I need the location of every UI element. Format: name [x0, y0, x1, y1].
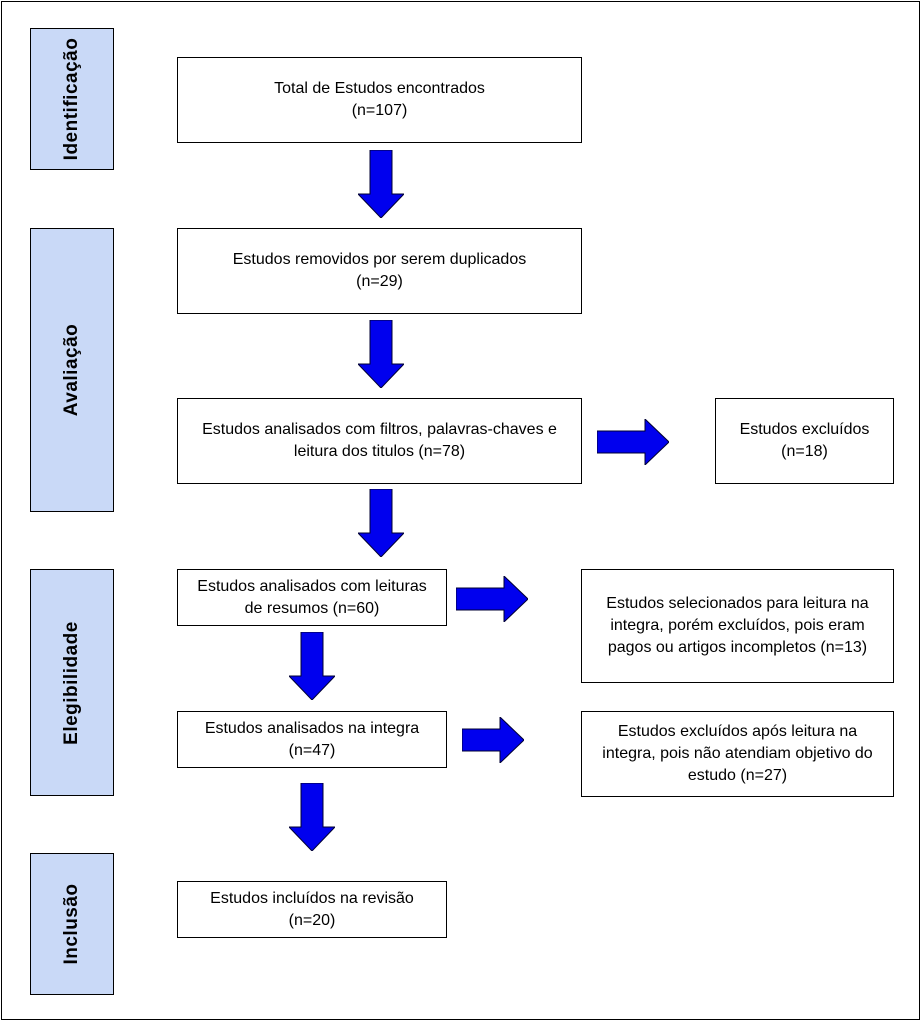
box-excluidos-line1: Estudos excluídos — [739, 421, 870, 438]
stage-avaliacao-label: Avaliação — [61, 323, 82, 417]
box-filtros-line2: leitura dos titulos (n=78) — [293, 443, 466, 460]
box-objetivo-line2: integra, pois não atendiam objetivo do — [602, 745, 873, 762]
box-excluidos-line2: (n=18) — [781, 443, 828, 460]
box-incluidos: Estudos incluídos na revisão (n=20) — [177, 881, 447, 938]
stage-elegibilidade-label: Elegibilidade — [61, 620, 82, 745]
box-integra-line2: (n=47) — [288, 741, 336, 759]
box-pagos-line1: Estudos selecionados para leitura na — [606, 595, 869, 612]
arrow-down-2 — [358, 320, 404, 388]
arrow-down-3 — [358, 489, 404, 557]
box-total-line2: (n=107) — [351, 102, 408, 119]
box-filtros: Estudos analisados com filtros, palavras… — [177, 398, 582, 484]
box-incluidos-line2: (n=20) — [288, 911, 336, 929]
box-objetivo: Estudos excluídos após leitura na integr… — [581, 711, 894, 797]
arrow-down-5 — [289, 783, 335, 851]
box-incluidos-line1: Estudos incluídos na revisão — [210, 889, 414, 907]
box-pagos-line2: integra, porém excluídos, pois eram — [610, 617, 865, 634]
box-total-estudos: Total de Estudos encontrados (n=107) — [177, 57, 582, 143]
box-pagos-line3: pagos ou artigos incompletos (n=13) — [607, 639, 868, 656]
box-pagos: Estudos selecionados para leitura na int… — [581, 569, 894, 683]
stage-elegibilidade: Elegibilidade — [30, 569, 114, 796]
box-integra: Estudos analisados na integra (n=47) — [177, 711, 447, 768]
arrow-down-1 — [358, 150, 404, 218]
box-objetivo-line3: estudo (n=27) — [687, 767, 788, 784]
stage-inclusao-label: Inclusão — [61, 883, 82, 965]
box-duplicados-line2: (n=29) — [356, 273, 403, 290]
arrow-down-4 — [289, 632, 335, 700]
box-objetivo-line1: Estudos excluídos após leitura na — [617, 723, 858, 740]
box-filtros-line1: Estudos analisados com filtros, palavras… — [202, 421, 557, 438]
arrow-right-3 — [462, 717, 524, 763]
box-duplicados: Estudos removidos por serem duplicados (… — [177, 228, 582, 314]
stage-avaliacao: Avaliação — [30, 228, 114, 512]
box-total-line1: Total de Estudos encontrados — [274, 80, 485, 97]
box-excluidos: Estudos excluídos (n=18) — [715, 398, 894, 484]
stage-inclusao: Inclusão — [30, 853, 114, 995]
stage-identificacao: Identificação — [30, 28, 114, 170]
arrow-right-1 — [597, 419, 669, 465]
arrow-right-2 — [456, 576, 528, 622]
box-integra-line1: Estudos analisados na integra — [204, 719, 420, 737]
stage-identificacao-label: Identificação — [61, 37, 82, 161]
box-resumos-line2: de resumos (n=60) — [244, 599, 380, 617]
box-resumos-line1: Estudos analisados com leituras — [197, 577, 427, 595]
box-resumos: Estudos analisados com leituras de resum… — [177, 569, 447, 626]
box-duplicados-line1: Estudos removidos por serem duplicados — [232, 251, 527, 268]
